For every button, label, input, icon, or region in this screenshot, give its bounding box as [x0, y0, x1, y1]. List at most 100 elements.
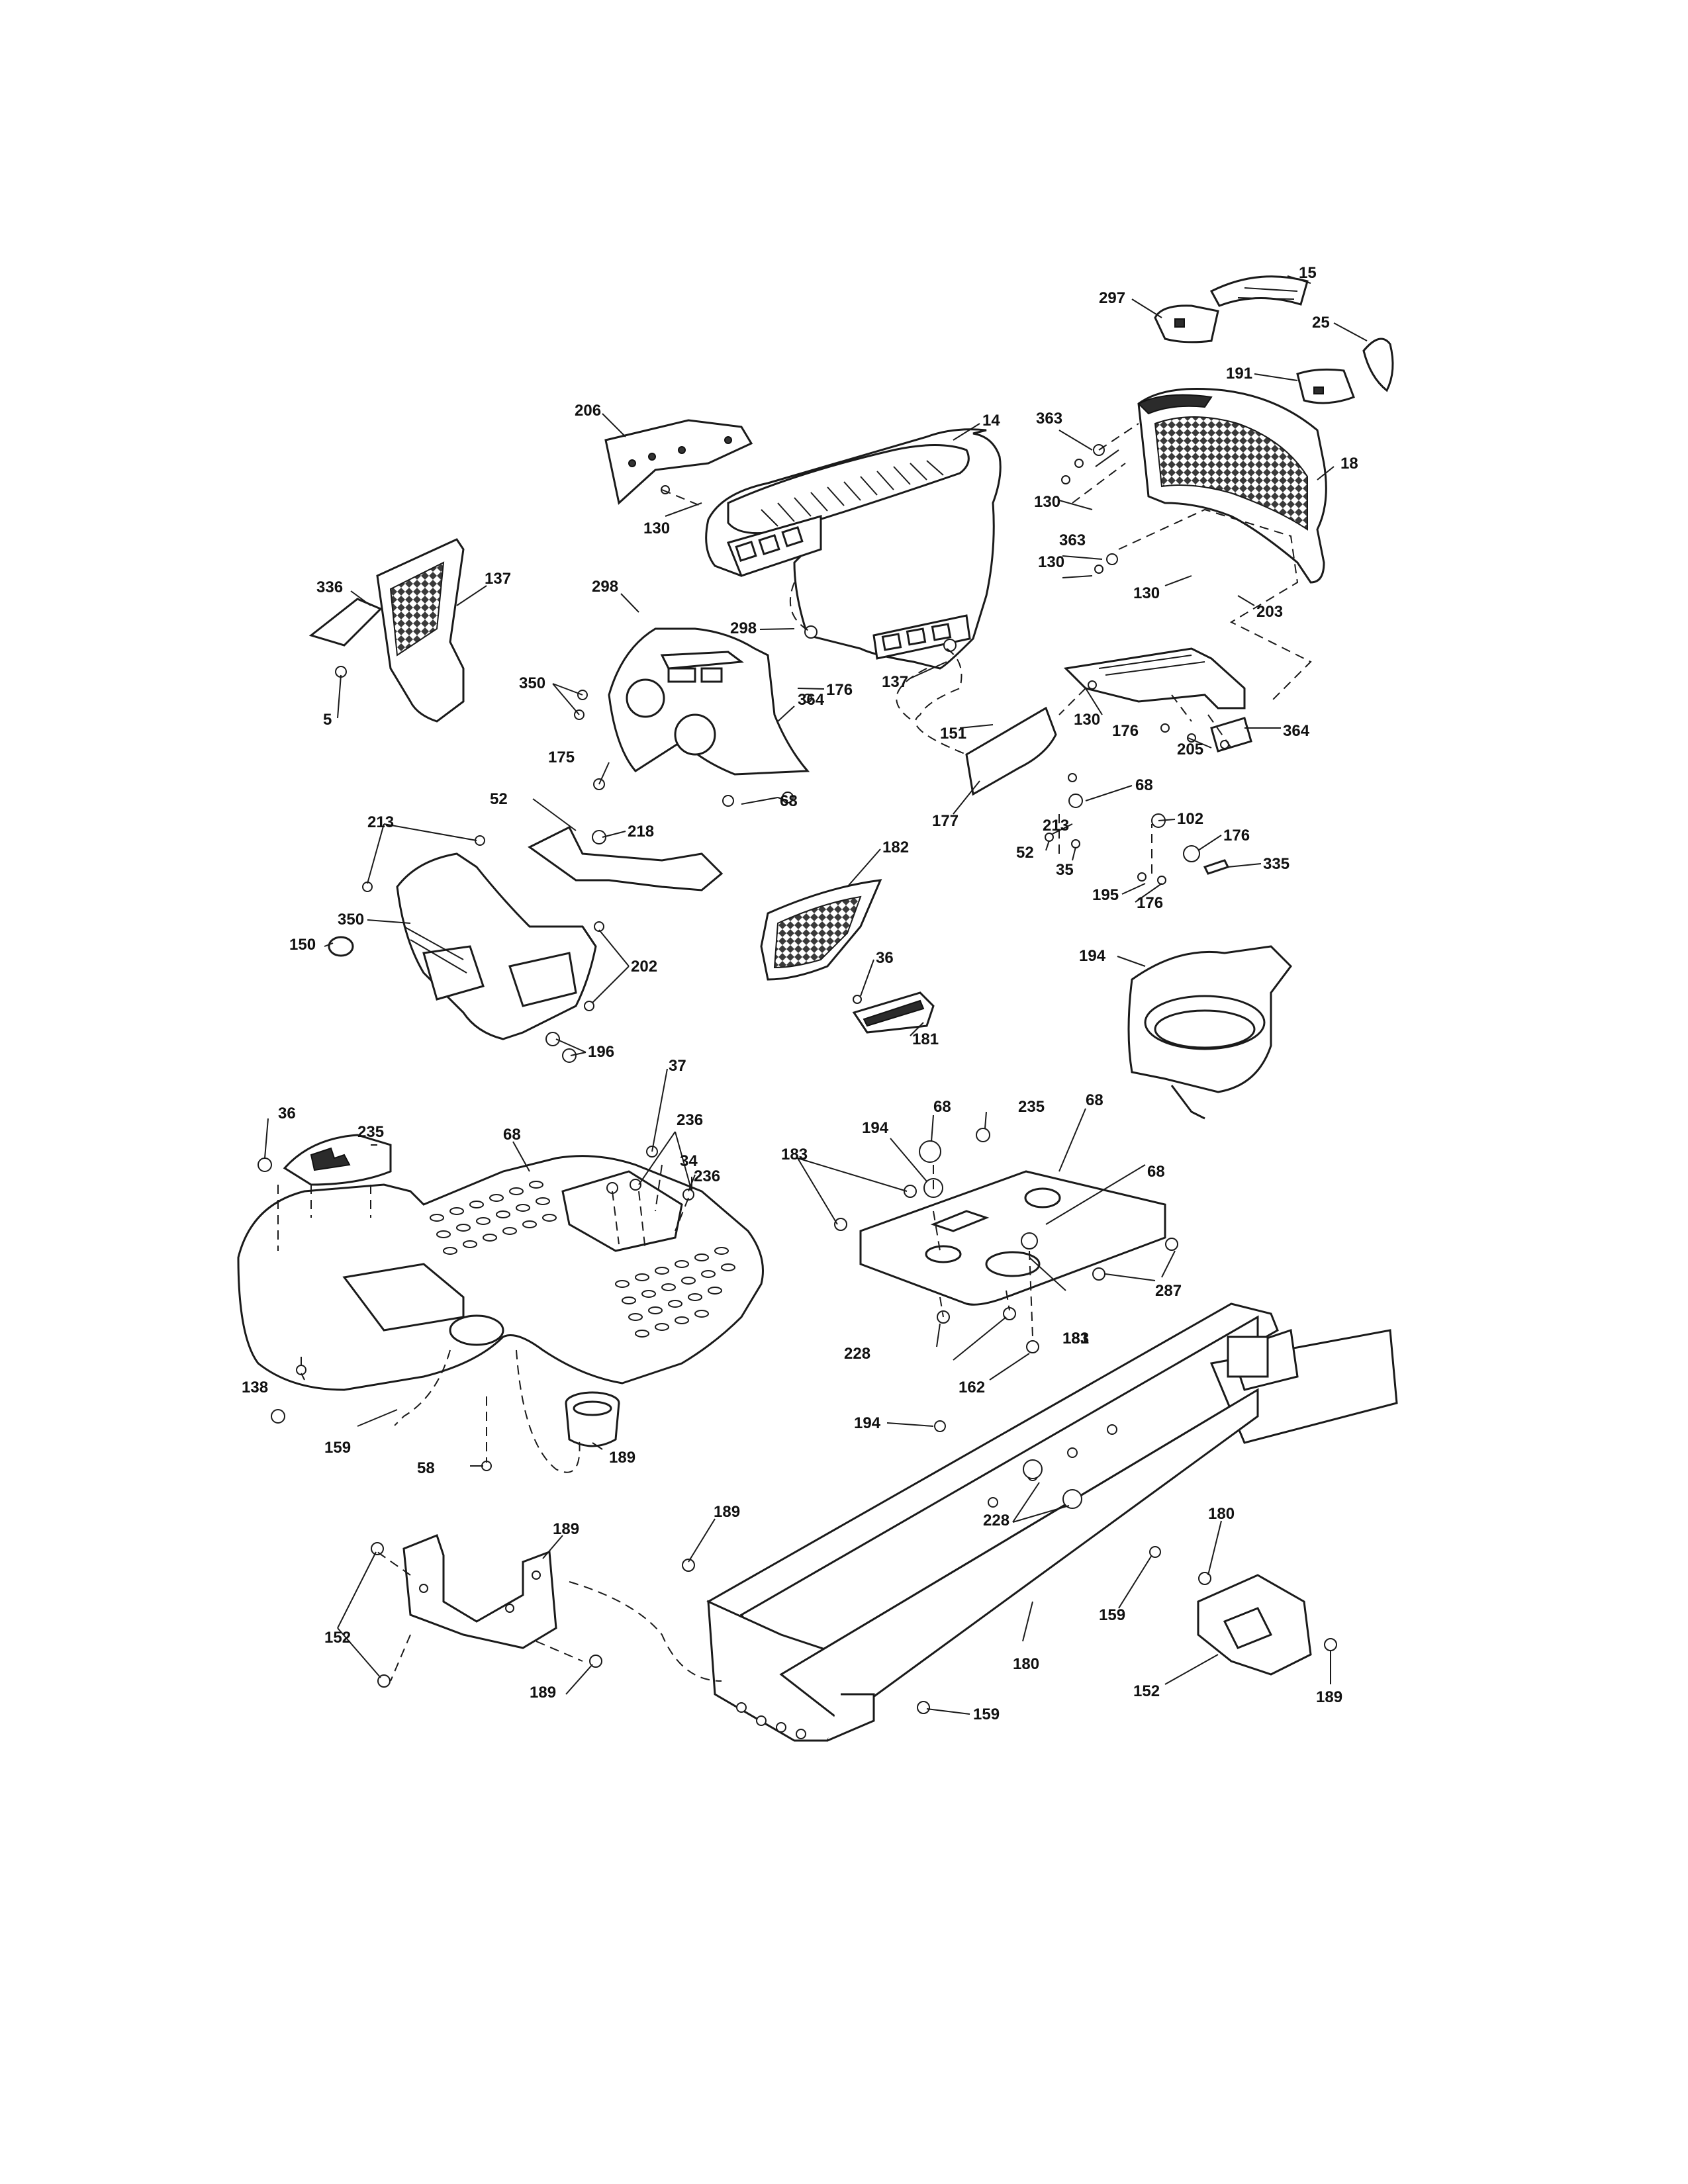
engine-shroud-part [1127, 945, 1292, 1120]
callout-label: 350 [519, 674, 545, 692]
callout-label: 18 [1340, 455, 1358, 473]
callout-label: 228 [983, 1512, 1009, 1529]
callout-label: 235 [1018, 1098, 1045, 1116]
callout-label: 181 [912, 1030, 939, 1048]
callout-label: 218 [628, 823, 654, 841]
callout-label: 236 [694, 1167, 720, 1185]
callout-label: 183 [1062, 1330, 1089, 1347]
callout-label: 34 [680, 1152, 698, 1170]
callout-label: 189 [609, 1449, 635, 1467]
headlight-lens-part [1209, 275, 1309, 307]
callout-label: 176 [826, 681, 853, 699]
side-panel-part [308, 538, 465, 723]
callout-label: 130 [1038, 553, 1064, 571]
callout-label: 206 [575, 402, 601, 420]
callout-label: 297 [1099, 289, 1125, 307]
callout-label: 177 [932, 812, 959, 830]
callout-label: 68 [1135, 776, 1153, 794]
callout-label: 176 [1223, 827, 1250, 844]
grille-insert-part [1296, 368, 1355, 404]
callout-label: 150 [289, 936, 316, 954]
callout-label: 37 [669, 1057, 686, 1075]
callout-label: 335 [1263, 855, 1289, 873]
callout-label: 130 [643, 520, 670, 537]
side-trim-part [852, 991, 935, 1034]
callout-label: 298 [730, 619, 757, 637]
callout-label: 182 [882, 839, 909, 856]
lower-dash-panel-part [328, 852, 597, 1040]
callout-label: 196 [588, 1043, 614, 1061]
hood-emblem-part [1154, 304, 1219, 343]
callout-label: 287 [1155, 1282, 1182, 1300]
callout-label: 137 [882, 673, 908, 691]
callout-label: 195 [1092, 886, 1119, 904]
callout-label: 363 [1036, 410, 1062, 428]
rear-bracket-part [402, 1534, 557, 1649]
callout-label: 176 [1137, 894, 1163, 912]
callout-label: 68 [1086, 1091, 1103, 1109]
callout-label: 102 [1177, 810, 1203, 828]
callout-label: 205 [1177, 741, 1203, 758]
callout-label: 183 [781, 1146, 808, 1163]
callout-label: 36 [876, 949, 894, 967]
dash-mount-bracket-part [528, 825, 724, 891]
shift-plate-part [283, 1134, 392, 1186]
skid-plate-part [1197, 1574, 1312, 1676]
callout-label: 189 [1316, 1688, 1342, 1706]
callout-label: 336 [316, 578, 343, 596]
callout-label: 36 [278, 1105, 296, 1122]
callout-label: 364 [1283, 722, 1310, 740]
dash-console-part [608, 627, 810, 776]
callout-label: 194 [1079, 947, 1106, 965]
callout-label: 213 [1043, 817, 1069, 835]
callout-label: 180 [1013, 1655, 1039, 1673]
callout-label: 213 [367, 813, 394, 831]
callout-label: 130 [1074, 711, 1100, 729]
callout-label: 52 [490, 790, 508, 808]
callout-label: 235 [357, 1123, 384, 1141]
callout-label: 68 [780, 792, 798, 810]
main-frame-part [706, 1302, 1398, 1742]
callout-label: 189 [714, 1503, 740, 1521]
callout-label: 5 [323, 711, 332, 729]
callout-labels: 15 297 25 191 363 14 206 18 130 363 130 … [242, 264, 1358, 1702]
callout-label: 298 [592, 578, 618, 596]
callout-label: 202 [631, 958, 657, 976]
hood-bracket-part [1362, 338, 1394, 392]
fender-deck-part [237, 1155, 764, 1391]
callout-label: 350 [338, 911, 364, 929]
side-skirt-part [965, 706, 1057, 796]
callout-label: 181 [1062, 1330, 1089, 1347]
callout-label: 159 [973, 1706, 1000, 1723]
mounting-plate-part [859, 1170, 1166, 1306]
callout-label: 68 [503, 1126, 521, 1144]
side-louver-panel-part [760, 879, 882, 981]
callout-label: 52 [1016, 844, 1034, 862]
callout-label: 194 [854, 1414, 881, 1432]
callout-label: 138 [242, 1379, 268, 1396]
callout-label: 180 [1208, 1505, 1235, 1523]
callout-label: 130 [1133, 584, 1160, 602]
callout-label: 152 [324, 1629, 351, 1647]
callout-label: 228 [844, 1345, 870, 1363]
callout-label: 130 [1034, 493, 1060, 511]
callout-label: 189 [553, 1520, 579, 1538]
callout-label: 151 [940, 725, 966, 743]
hood-part [705, 428, 1002, 670]
callout-label: 14 [982, 412, 1000, 430]
callout-label: 15 [1299, 264, 1317, 282]
callout-label: 35 [1056, 861, 1074, 879]
callout-label: 58 [417, 1459, 435, 1477]
callout-labels-lower: 180 159 152 189 [973, 1655, 1342, 1723]
assembly-dashed-lines [277, 423, 1312, 1682]
callout-label: 189 [530, 1684, 556, 1702]
callout-label: 162 [959, 1379, 985, 1396]
callout-label: 25 [1312, 314, 1330, 332]
callout-label: 159 [1099, 1606, 1125, 1624]
hood-support-bracket-part [1063, 647, 1252, 752]
callout-label: 194 [862, 1119, 889, 1137]
callout-label: 159 [324, 1439, 351, 1457]
callout-label: 68 [933, 1098, 951, 1116]
callout-label: 203 [1256, 603, 1283, 621]
